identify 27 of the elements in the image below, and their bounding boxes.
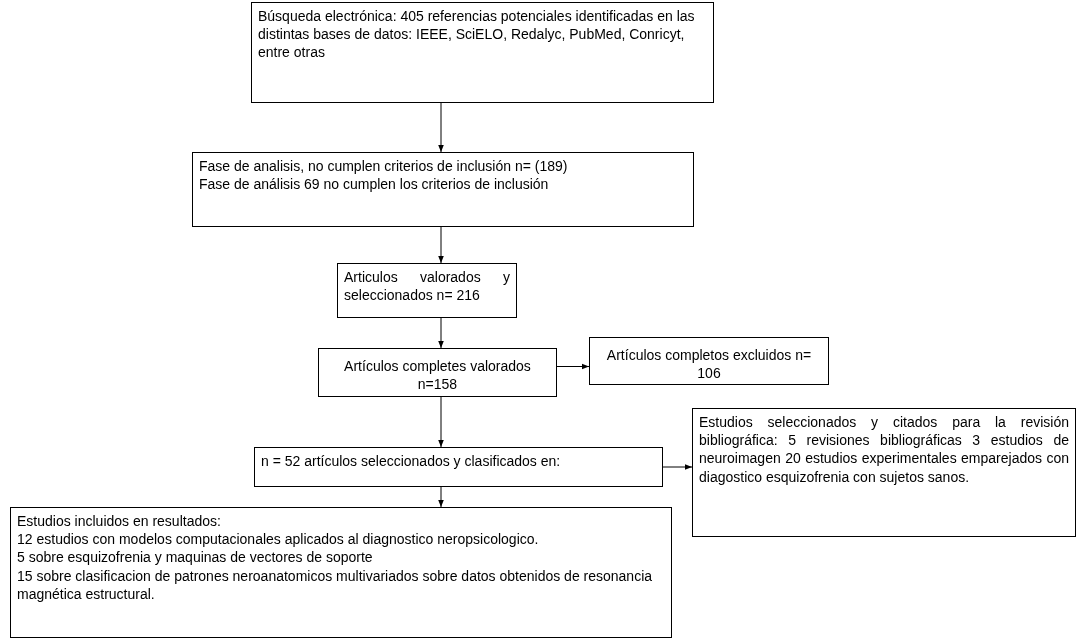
process-box	[318, 348, 557, 397]
box-text: Articulos valorados y seleccionados n= 216	[344, 268, 510, 305]
process-box	[337, 263, 517, 318]
process-box	[692, 408, 1076, 537]
box-text: 5 sobre esquizofrenia y maquinas de vectores de soporte	[17, 548, 374, 567]
box-text: Estudios incluidos en resultados:	[17, 512, 222, 531]
box-text: Artículos completes valorados n=158	[343, 357, 532, 394]
arrow	[438, 226, 444, 264]
arrow	[438, 396, 444, 448]
process-box	[589, 337, 829, 385]
arrow	[438, 486, 444, 508]
box-text: Fase de analisis, no cumplen criterios de inclusión n= (189)	[199, 157, 569, 176]
process-box	[10, 507, 672, 638]
box-text: 15 sobre clasificacion de patrones neroanatomicos multivariados sobre datos obtenidos de resonancia magnética estructural.	[17, 566, 654, 603]
box-text: Estudios seleccionados y citados para la revisión bibliográfica: 5 revisiones bibliográficas 3 estudios de neuroimagen 20 estudios experimentales emparejados con diagostico esquizofrenia con sujetos sanos.	[699, 413, 1069, 486]
arrow	[662, 464, 693, 470]
process-box	[192, 152, 694, 227]
arrow	[556, 363, 590, 370]
box-text: Fase de análisis 69 no cumplen los criterios de inclusión	[199, 175, 550, 194]
arrow	[438, 102, 444, 153]
box-text: Artículos completos excluidos n= 106	[605, 346, 813, 383]
box-text: 12 estudios con modelos computacionales aplicados al diagnostico neropsicologico.	[17, 530, 540, 549]
box-text: Búsqueda electrónica: 405 referencias potenciales identificadas en las distintas bases de datos: IEEE, SciELO, Redalyc, PubMed, Conricyt, entre otras	[258, 7, 696, 62]
process-box	[251, 2, 714, 103]
arrow	[438, 317, 444, 349]
process-box	[254, 447, 663, 487]
box-text: n = 52 artículos seleccionados y clasificados en:	[261, 452, 562, 471]
